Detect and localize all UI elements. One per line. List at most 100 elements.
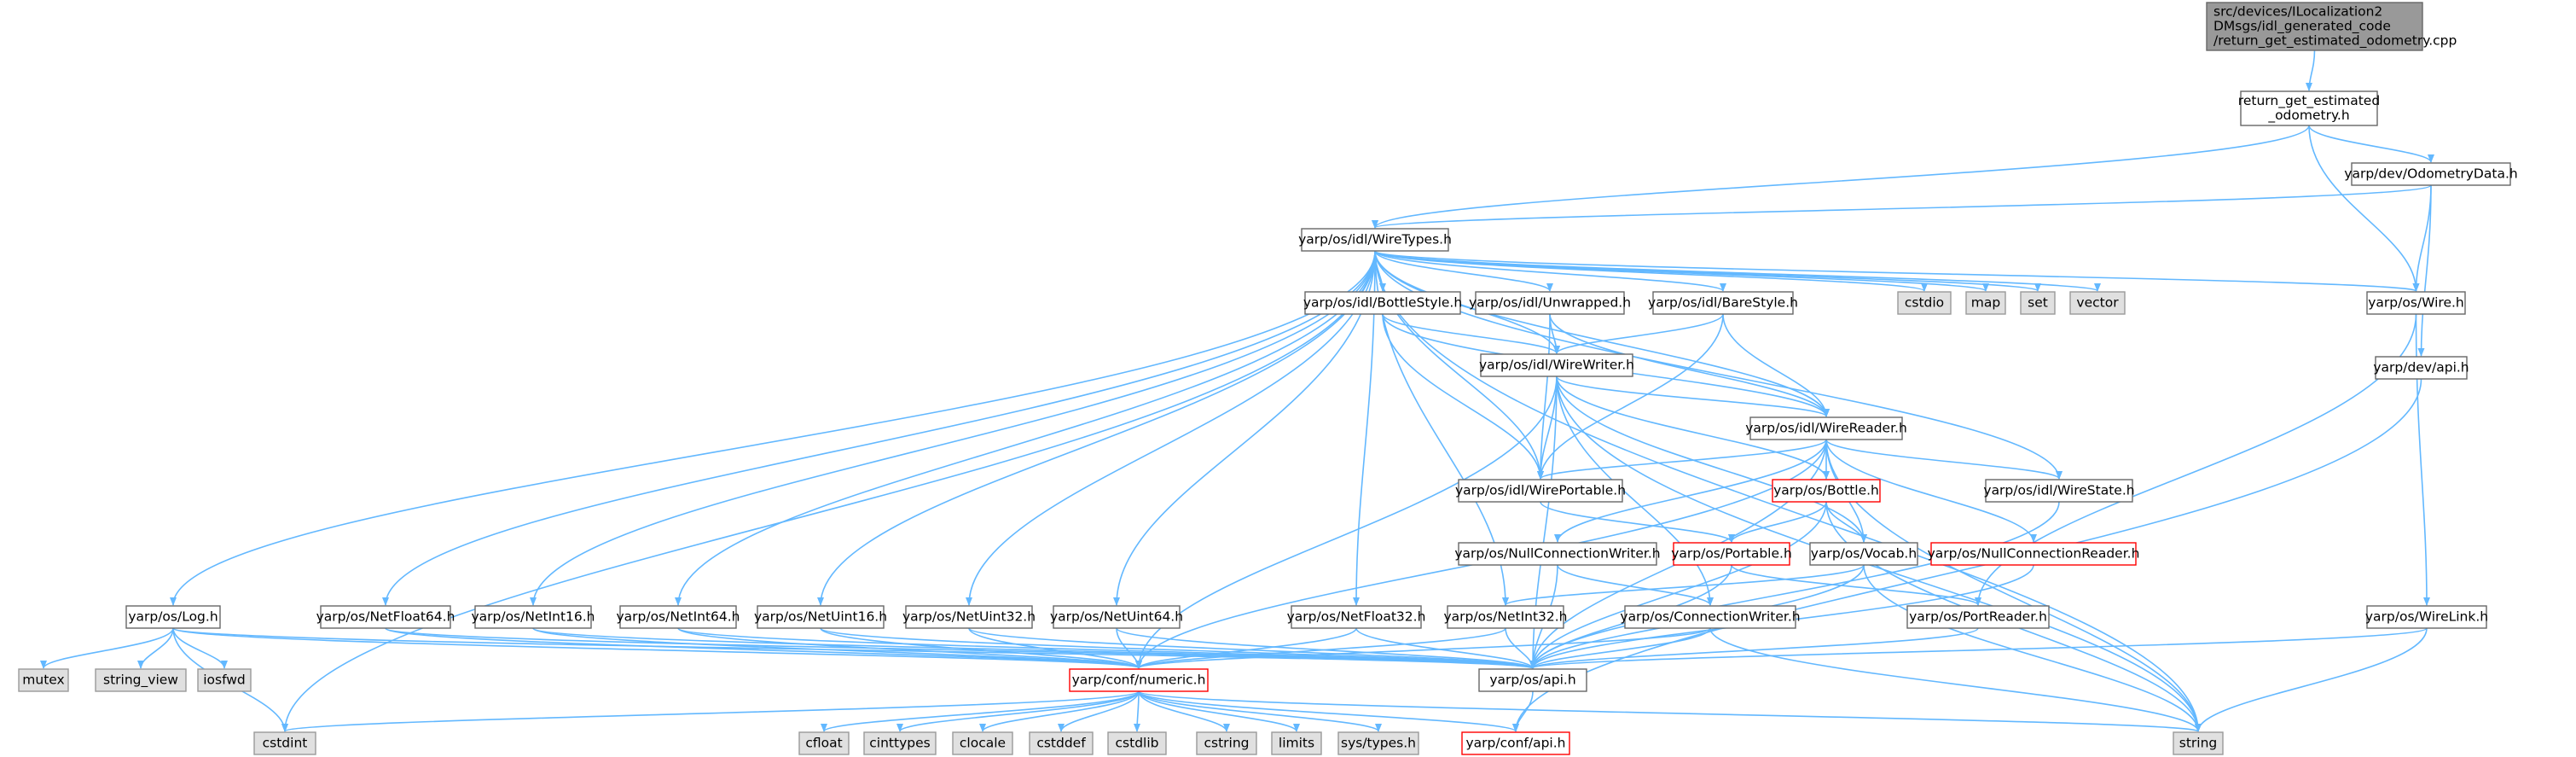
- edge-odom-to-devapi: [2417, 184, 2432, 357]
- graph-node-cfloat: cfloat: [798, 731, 850, 755]
- node-label-wirestate: yarp/os/idl/WireState.h: [1983, 483, 2134, 498]
- node-box-netint16: [474, 605, 592, 629]
- graph-node-nullconnwriter[interactable]: yarp/os/NullConnectionWriter.h: [1454, 542, 1661, 566]
- graph-node-rgeo[interactable]: return_get_estimated_odometry.h: [2238, 90, 2380, 126]
- node-label-netint16: yarp/os/NetInt16.h: [471, 609, 595, 625]
- graph-node-wirelink[interactable]: yarp/os/WireLink.h: [2365, 605, 2488, 629]
- graph-node-wirereader[interactable]: yarp/os/idl/WireReader.h: [1745, 416, 1907, 440]
- edge-netuint16-to-numeric: [820, 627, 1142, 669]
- edge-wirelink-to-osapi: [1529, 627, 2428, 669]
- graph-node-portreader[interactable]: yarp/os/PortReader.h: [1906, 605, 2050, 629]
- graph-node-root: src/devices/ILocalization2DMsgs/idl_gene…: [2206, 2, 2457, 51]
- node-label-netuint32: yarp/os/NetUint32.h: [902, 609, 1036, 625]
- graph-node-barestyle[interactable]: yarp/os/idl/BareStyle.h: [1648, 291, 1798, 315]
- node-box-nullconnreader: [1930, 542, 2137, 566]
- edge-numeric-to-cstring: [1138, 690, 1230, 732]
- edge-log-to-iosfwd: [172, 627, 228, 669]
- edge-numeric-to-cfloat: [821, 690, 1140, 732]
- edge-wiretypes-to-unwrapped: [1374, 250, 1553, 292]
- graph-node-osapi[interactable]: yarp/os/api.h: [1478, 668, 1587, 692]
- edge-wirelink-to-string: [2195, 627, 2428, 732]
- node-label-rgeo: return_get_estimated: [2238, 93, 2380, 109]
- graph-node-netfloat32[interactable]: yarp/os/NetFloat32.h: [1287, 605, 1426, 629]
- graph-node-odom[interactable]: yarp/dev/OdometryData.h: [2344, 162, 2518, 186]
- node-label-wiretypes: yarp/os/idl/WireTypes.h: [1298, 232, 1452, 247]
- graph-node-unwrapped[interactable]: yarp/os/idl/Unwrapped.h: [1469, 291, 1631, 315]
- node-label-vocab: yarp/os/Vocab.h: [1811, 546, 1917, 562]
- node-label-wirewriter: yarp/os/idl/WireWriter.h: [1479, 358, 1634, 373]
- graph-node-nullconnreader[interactable]: yarp/os/NullConnectionReader.h: [1928, 542, 2140, 566]
- edge-wirewriter-to-osapi: [1529, 376, 1558, 669]
- edge-bottlestyle-to-wirewriter: [1382, 313, 1560, 354]
- graph-node-cstddef: cstddef: [1029, 731, 1094, 755]
- edge-wiretypes-to-netint16: [530, 250, 1376, 606]
- edge-netuint32-to-numeric: [968, 627, 1142, 669]
- edge-netfloat64-to-numeric: [385, 627, 1142, 669]
- node-label-nullconnreader: yarp/os/NullConnectionReader.h: [1928, 546, 2140, 562]
- node-label-bottlestyle: yarp/os/idl/BottleStyle.h: [1303, 295, 1462, 311]
- edge-wiretypes-to-netint64: [675, 250, 1376, 606]
- node-label-bottle: yarp/os/Bottle.h: [1773, 483, 1879, 498]
- graph-node-netuint32[interactable]: yarp/os/NetUint32.h: [902, 605, 1036, 629]
- graph-node-bottle[interactable]: yarp/os/Bottle.h: [1772, 479, 1881, 503]
- node-box-connwriter: [1624, 605, 1796, 629]
- edge-wirereader-to-wireportable: [1537, 439, 1827, 480]
- node-label-systypes: sys/types.h: [1341, 736, 1416, 751]
- edge-barestyle-to-wireportable: [1537, 313, 1724, 480]
- graph-node-devapi[interactable]: yarp/dev/api.h: [2373, 356, 2469, 380]
- node-box-osapi: [1478, 668, 1587, 692]
- node-label-cstddef: cstddef: [1036, 736, 1086, 751]
- node-box-netuint16: [757, 605, 885, 629]
- node-label-clocale: clocale: [960, 736, 1006, 751]
- edge-wirewriter-to-bottle: [1556, 376, 1830, 480]
- node-label-cstdlib: cstdlib: [1116, 736, 1159, 751]
- edge-bottle-to-vocab: [1825, 501, 1867, 543]
- graph-node-mutex: mutex: [18, 668, 69, 692]
- node-box-limits: [1271, 731, 1322, 755]
- graph-node-vocab[interactable]: yarp/os/Vocab.h: [1809, 542, 1918, 566]
- node-label-string: string: [2179, 736, 2218, 751]
- graph-node-cstdio: cstdio: [1897, 291, 1952, 315]
- graph-node-netuint64[interactable]: yarp/os/NetUint64.h: [1050, 605, 1183, 629]
- graph-node-wiretypes[interactable]: yarp/os/idl/WireTypes.h: [1298, 228, 1452, 252]
- graph-node-netfloat64[interactable]: yarp/os/NetFloat64.h: [316, 605, 455, 629]
- graph-node-netint64[interactable]: yarp/os/NetInt64.h: [616, 605, 740, 629]
- node-box-devapi: [2375, 356, 2468, 380]
- edge-wiretypes-to-wirestate: [1374, 250, 2063, 480]
- graph-node-wirestate[interactable]: yarp/os/idl/WireState.h: [1983, 479, 2135, 503]
- graph-node-wireportable[interactable]: yarp/os/idl/WirePortable.h: [1455, 479, 1626, 503]
- graph-node-clocale: clocale: [952, 731, 1013, 755]
- node-label-wirelink: yarp/os/WireLink.h: [2365, 609, 2488, 625]
- edge-netfloat32-to-osapi: [1355, 627, 1536, 669]
- node-box-cstdint: [253, 731, 316, 755]
- node-box-wire: [2366, 291, 2466, 315]
- edge-wiretypes-to-log: [170, 250, 1376, 606]
- node-box-root: [2206, 2, 2423, 51]
- graph-node-connwriter[interactable]: yarp/os/ConnectionWriter.h: [1620, 605, 1801, 629]
- graph-node-netint32[interactable]: yarp/os/NetInt32.h: [1443, 605, 1568, 629]
- node-box-nullconnwriter: [1458, 542, 1657, 566]
- graph-node-bottlestyle[interactable]: yarp/os/idl/BottleStyle.h: [1303, 291, 1462, 315]
- node-label-portable: yarp/os/Portable.h: [1671, 546, 1792, 562]
- graph-node-cstdlib: cstdlib: [1107, 731, 1167, 755]
- graph-node-netuint16[interactable]: yarp/os/NetUint16.h: [754, 605, 887, 629]
- graph-node-iosfwd: iosfwd: [197, 668, 252, 692]
- graph-node-log[interactable]: yarp/os/Log.h: [125, 605, 221, 629]
- node-label-barestyle: yarp/os/idl/BareStyle.h: [1648, 295, 1798, 311]
- node-box-netuint32: [905, 605, 1033, 629]
- graph-node-wire[interactable]: yarp/os/Wire.h: [2366, 291, 2466, 315]
- edge-wirewriter-to-wirereader: [1556, 376, 1830, 417]
- node-box-wirestate: [1985, 479, 2133, 503]
- node-label-unwrapped: yarp/os/idl/Unwrapped.h: [1469, 295, 1631, 311]
- node-label-mutex: mutex: [22, 673, 64, 688]
- graph-node-wirewriter[interactable]: yarp/os/idl/WireWriter.h: [1479, 353, 1634, 377]
- graph-node-netint16[interactable]: yarp/os/NetInt16.h: [471, 605, 595, 629]
- graph-node-confapi[interactable]: yarp/conf/api.h: [1461, 731, 1570, 755]
- node-label-devapi: yarp/dev/api.h: [2373, 360, 2469, 376]
- graph-node-limits: limits: [1271, 731, 1322, 755]
- graph-node-numeric[interactable]: yarp/conf/numeric.h: [1069, 668, 1209, 692]
- graph-node-portable[interactable]: yarp/os/Portable.h: [1671, 542, 1792, 566]
- edge-wirewriter-to-vocab: [1556, 376, 1867, 543]
- node-label-netint64: yarp/os/NetInt64.h: [616, 609, 740, 625]
- node-label-connwriter: yarp/os/ConnectionWriter.h: [1620, 609, 1800, 625]
